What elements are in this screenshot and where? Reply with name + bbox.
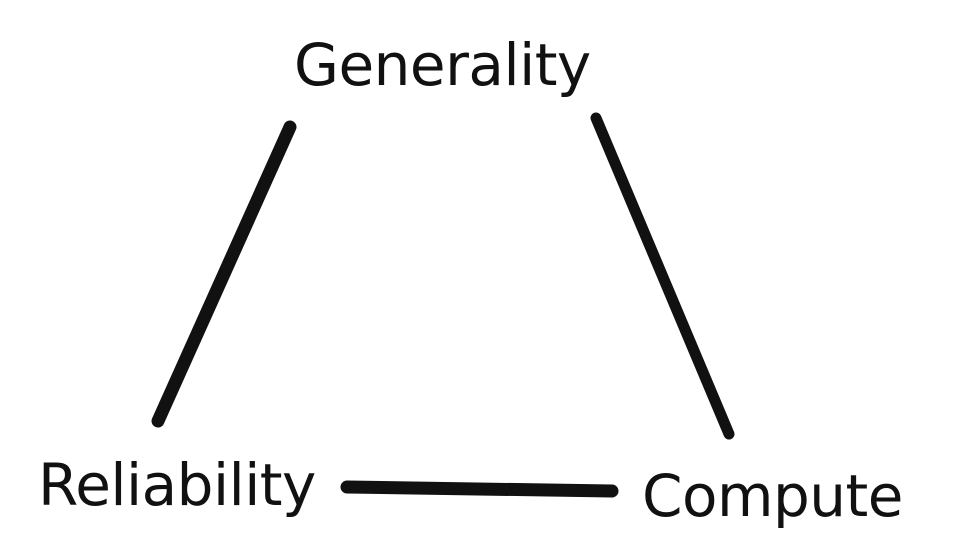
edge-generality-compute <box>590 112 735 440</box>
node-label-generality: Generality <box>294 31 591 99</box>
node-label-compute: Compute <box>642 462 903 530</box>
edge-generality-reliability <box>151 120 297 428</box>
edge-reliability-compute <box>340 480 619 498</box>
node-label-reliability: Reliability <box>38 451 316 519</box>
